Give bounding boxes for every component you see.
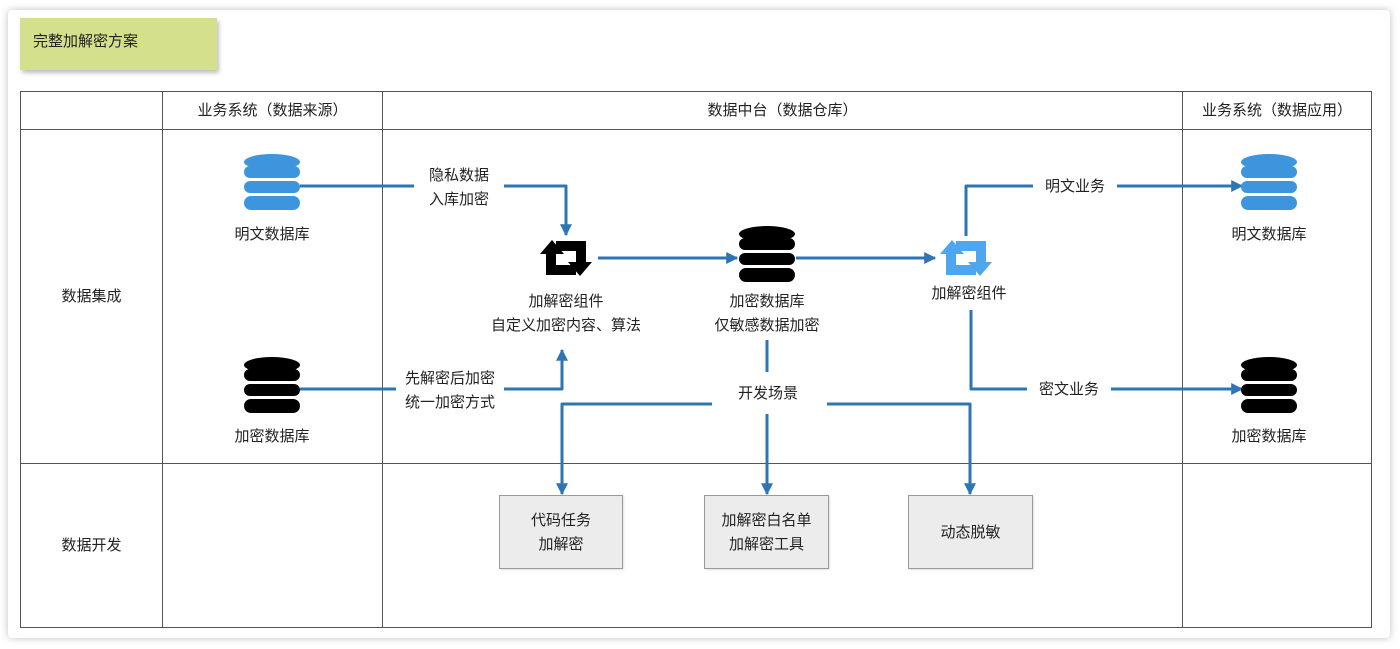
component-right-label: 加解密组件 xyxy=(918,281,1020,305)
encrypted-db-line1: 加密数据库 xyxy=(729,292,805,310)
src-cipher-db-label: 加密数据库 xyxy=(212,424,332,448)
diagram-frame xyxy=(8,10,1390,638)
database-icon xyxy=(1241,154,1297,210)
code-task-line2: 加解密 xyxy=(538,535,584,553)
arrow-scene-to-code-task xyxy=(556,402,712,496)
connectors xyxy=(300,180,1244,496)
edge-label-plain-business: 明文业务 xyxy=(1033,174,1117,198)
title-note: 完整加解密方案 xyxy=(20,18,217,70)
edge-label-cipher-business: 密文业务 xyxy=(1027,377,1111,401)
code-task-line1: 代码任务 xyxy=(530,511,591,529)
database-icon xyxy=(1241,357,1297,413)
app-plain-db-label: 明文数据库 xyxy=(1209,222,1329,246)
arrow-plain-business xyxy=(964,180,1244,236)
arrow-cipher-business xyxy=(969,310,1244,395)
header-data-platform: 数据中台（数据仓库） xyxy=(707,101,858,119)
dev-box-code-task: 代码任务 加解密 xyxy=(499,495,623,569)
arrow-decrypt-to-component xyxy=(300,348,568,391)
edge-privacy-line2: 入库加密 xyxy=(428,190,489,208)
header-application-system: 业务系统（数据应用） xyxy=(1201,101,1352,119)
component-left-label: 加解密组件 自定义加密内容、算法 xyxy=(471,289,661,337)
arrow-scene-to-masking xyxy=(827,402,976,496)
sync-cycle-icon xyxy=(540,240,592,276)
masking-label: 动态脱敏 xyxy=(940,523,1001,541)
arrow-privacy-to-component xyxy=(300,184,572,237)
row-label-development: 数据开发 xyxy=(61,536,122,554)
database-icon xyxy=(244,357,300,413)
edge-privacy-line1: 隐私数据 xyxy=(428,166,489,184)
sync-cycle-icon xyxy=(940,240,992,276)
component-left-line1: 加解密组件 xyxy=(528,292,604,310)
component-left-line2: 自定义加密内容、算法 xyxy=(490,316,641,334)
table-grid xyxy=(20,91,1372,628)
edge-label-decrypt-first: 先解密后加密 统一加密方式 xyxy=(396,366,504,414)
dev-box-whitelist: 加解密白名单 加解密工具 xyxy=(704,495,829,569)
dev-box-masking: 动态脱敏 xyxy=(908,495,1033,569)
src-plain-db-label: 明文数据库 xyxy=(212,222,332,246)
edge-decrypt-line2: 统一加密方式 xyxy=(404,393,495,411)
app-cipher-db-label: 加密数据库 xyxy=(1209,424,1329,448)
whitelist-line2: 加解密工具 xyxy=(728,535,804,553)
database-icon xyxy=(244,154,300,210)
edge-decrypt-line1: 先解密后加密 xyxy=(404,369,495,387)
header-source-system: 业务系统（数据来源） xyxy=(197,101,348,119)
edge-label-dev-scene: 开发场景 xyxy=(726,381,810,405)
encrypted-db-label: 加密数据库 仅敏感数据加密 xyxy=(702,289,832,337)
encrypted-db-line2: 仅敏感数据加密 xyxy=(714,316,820,334)
database-icon xyxy=(739,226,795,282)
whitelist-line1: 加解密白名单 xyxy=(721,511,812,529)
edge-label-privacy: 隐私数据 入库加密 xyxy=(414,163,504,211)
row-label-integration: 数据集成 xyxy=(61,287,122,305)
